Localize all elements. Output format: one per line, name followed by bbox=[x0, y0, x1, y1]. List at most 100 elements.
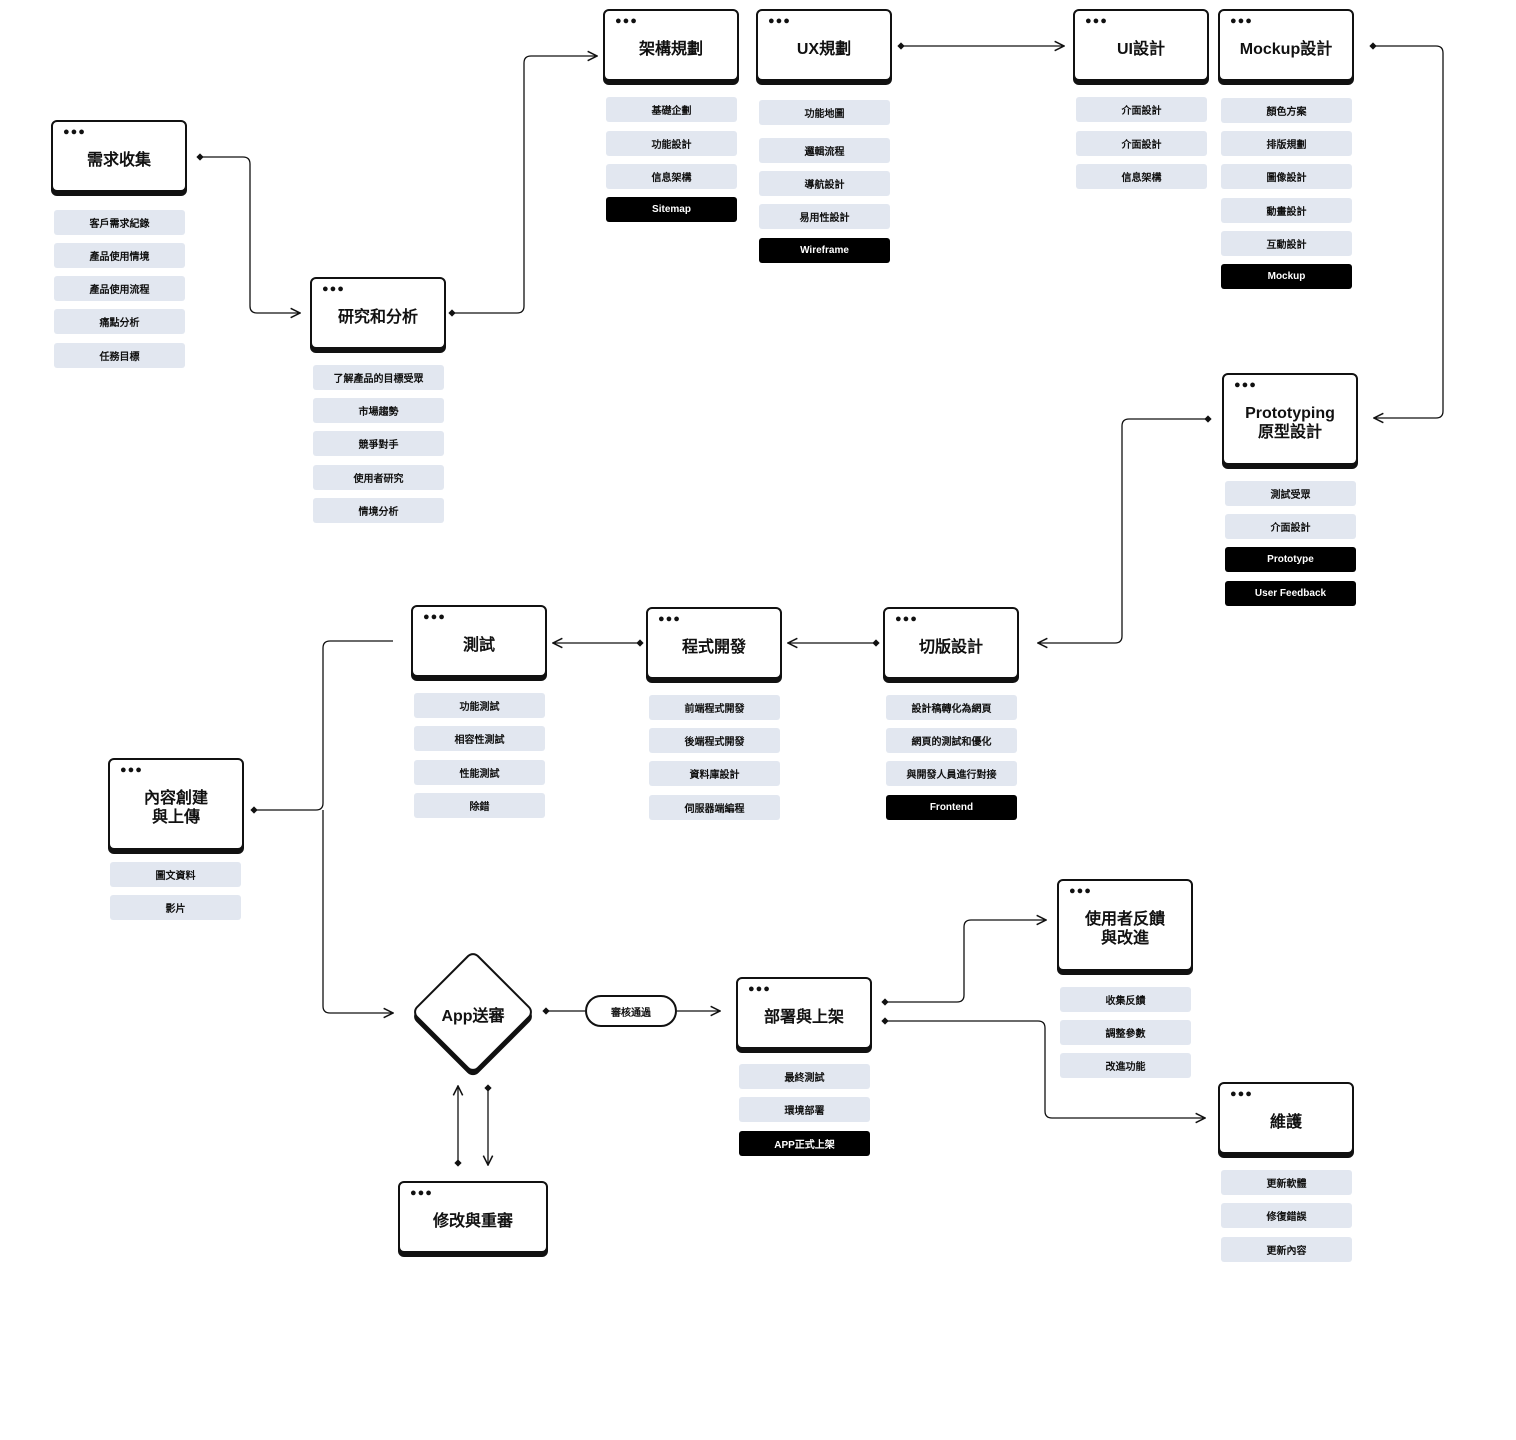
tag: 信息架構 bbox=[606, 164, 737, 189]
tag: 產品使用流程 bbox=[54, 276, 185, 301]
window-dots-icon: ●●● bbox=[615, 15, 638, 27]
tag: 介面設計 bbox=[1225, 514, 1356, 539]
connector-content-appreview bbox=[322, 810, 393, 1013]
window-dots-icon: ●●● bbox=[658, 613, 681, 625]
node-title: 切版設計 bbox=[918, 638, 983, 656]
window-dots-icon: ●●● bbox=[748, 983, 771, 995]
node-title: Prototyping 原型設計 bbox=[1245, 405, 1335, 441]
tag: 情境分析 bbox=[313, 498, 444, 523]
window-dots-icon: ●●● bbox=[1230, 1088, 1253, 1100]
tag-highlight: User Feedback bbox=[1225, 581, 1356, 606]
node-requirements: ●●● 需求收集 bbox=[51, 120, 187, 192]
connector-mockup-prototyping bbox=[1373, 46, 1444, 418]
tag-highlight: Wireframe bbox=[759, 238, 890, 263]
tag: 了解產品的目標受眾 bbox=[313, 365, 444, 390]
window-dots-icon: ●●● bbox=[1069, 885, 1092, 897]
tag-highlight: Frontend bbox=[886, 795, 1017, 820]
tag: 介面設計 bbox=[1076, 131, 1207, 156]
tag: 更新內容 bbox=[1221, 1237, 1352, 1262]
tag: 資料庫設計 bbox=[649, 761, 780, 786]
node-slicing: ●●● 切版設計 bbox=[883, 607, 1019, 679]
tag: 動畫設計 bbox=[1221, 198, 1352, 223]
tag-highlight: Sitemap bbox=[606, 197, 737, 222]
window-dots-icon: ●●● bbox=[1234, 379, 1257, 391]
tag: 伺服器端編程 bbox=[649, 795, 780, 820]
node-title: Mockup設計 bbox=[1239, 40, 1333, 58]
node-title: 內容創建 與上傳 bbox=[143, 790, 208, 826]
tag: 網頁的測試和優化 bbox=[886, 728, 1017, 753]
node-title: 程式開發 bbox=[681, 638, 746, 656]
tag: 功能測試 bbox=[414, 693, 545, 718]
node-title: 研究和分析 bbox=[337, 308, 418, 326]
node-title: 維護 bbox=[1269, 1113, 1302, 1131]
tag: 使用者研究 bbox=[313, 465, 444, 490]
tag: 後端程式開發 bbox=[649, 728, 780, 753]
window-dots-icon: ●●● bbox=[895, 613, 918, 625]
tag: 易用性設計 bbox=[759, 204, 890, 229]
window-dots-icon: ●●● bbox=[1085, 15, 1108, 27]
node-content: ●●● 內容創建 與上傳 bbox=[108, 758, 244, 850]
tag: 環境部署 bbox=[739, 1097, 870, 1122]
node-title: 部署與上架 bbox=[763, 1008, 844, 1026]
node-maintenance: ●●● 維護 bbox=[1218, 1082, 1354, 1154]
tag: 修復錯誤 bbox=[1221, 1203, 1352, 1228]
node-mockup: ●●● Mockup設計 bbox=[1218, 9, 1354, 81]
node-prototyping: ●●● Prototyping 原型設計 bbox=[1222, 373, 1358, 465]
tag: 測試受眾 bbox=[1225, 481, 1356, 506]
tag: 基礎企劃 bbox=[606, 97, 737, 122]
tag: 功能設計 bbox=[606, 131, 737, 156]
tag: 性能測試 bbox=[414, 760, 545, 785]
node-architecture: ●●● 架構規劃 bbox=[603, 9, 739, 81]
tag: 設計稿轉化為網頁 bbox=[886, 695, 1017, 720]
node-title: 修改與重審 bbox=[432, 1212, 513, 1230]
tag: 競爭對手 bbox=[313, 431, 444, 456]
tag: 相容性測試 bbox=[414, 726, 545, 751]
tag-highlight: APP正式上架 bbox=[739, 1131, 870, 1156]
approved-label: 審核通過 bbox=[585, 995, 677, 1027]
node-deploy: ●●● 部署與上架 bbox=[736, 977, 872, 1049]
tag: 信息架構 bbox=[1076, 164, 1207, 189]
tag: 導航設計 bbox=[759, 171, 890, 196]
tag: 市場趨勢 bbox=[313, 398, 444, 423]
tag: 介面設計 bbox=[1076, 97, 1207, 122]
tag: 影片 bbox=[110, 895, 241, 920]
node-title: UI設計 bbox=[1116, 40, 1165, 58]
window-dots-icon: ●●● bbox=[768, 15, 791, 27]
tag: 顏色方案 bbox=[1221, 98, 1352, 123]
tag: 產品使用情境 bbox=[54, 243, 185, 268]
tag: 與開發人員進行對接 bbox=[886, 761, 1017, 786]
tag-highlight: Mockup bbox=[1221, 264, 1352, 289]
tag: 收集反饋 bbox=[1060, 987, 1191, 1012]
window-dots-icon: ●●● bbox=[1230, 15, 1253, 27]
connector-deploy-feedback bbox=[885, 920, 1046, 1002]
node-title: 架構規劃 bbox=[638, 40, 703, 58]
window-dots-icon: ●●● bbox=[410, 1187, 433, 1199]
tag: 功能地圖 bbox=[759, 100, 890, 125]
tag: 客戶需求紀錄 bbox=[54, 210, 185, 235]
tag: 邏輯流程 bbox=[759, 138, 890, 163]
window-dots-icon: ●●● bbox=[423, 611, 446, 623]
window-dots-icon: ●●● bbox=[120, 764, 143, 776]
tag: 除錯 bbox=[414, 793, 545, 818]
node-feedback: ●●● 使用者反饋 與改進 bbox=[1057, 879, 1193, 971]
tag: 前端程式開發 bbox=[649, 695, 780, 720]
window-dots-icon: ●●● bbox=[322, 283, 345, 295]
connector-prototyping-slicing bbox=[1038, 419, 1208, 643]
node-testing: ●●● 測試 bbox=[411, 605, 547, 677]
tag: 最終測試 bbox=[739, 1064, 870, 1089]
node-revise: ●●● 修改與重審 bbox=[398, 1181, 548, 1253]
connector-research-architecture bbox=[452, 56, 597, 313]
decision-label: App送審 bbox=[441, 1008, 505, 1025]
tag: 互動設計 bbox=[1221, 231, 1352, 256]
node-development: ●●● 程式開發 bbox=[646, 607, 782, 679]
node-research: ●●● 研究和分析 bbox=[310, 277, 446, 349]
tag: 排版規劃 bbox=[1221, 131, 1352, 156]
tag-highlight: Prototype bbox=[1225, 547, 1356, 572]
tag: 任務目標 bbox=[54, 343, 185, 368]
window-dots-icon: ●●● bbox=[63, 126, 86, 138]
tag: 更新軟體 bbox=[1221, 1170, 1352, 1195]
tag: 痛點分析 bbox=[54, 309, 185, 334]
node-ux: ●●● UX規劃 bbox=[756, 9, 892, 81]
node-ui: ●●● UI設計 bbox=[1073, 9, 1209, 81]
